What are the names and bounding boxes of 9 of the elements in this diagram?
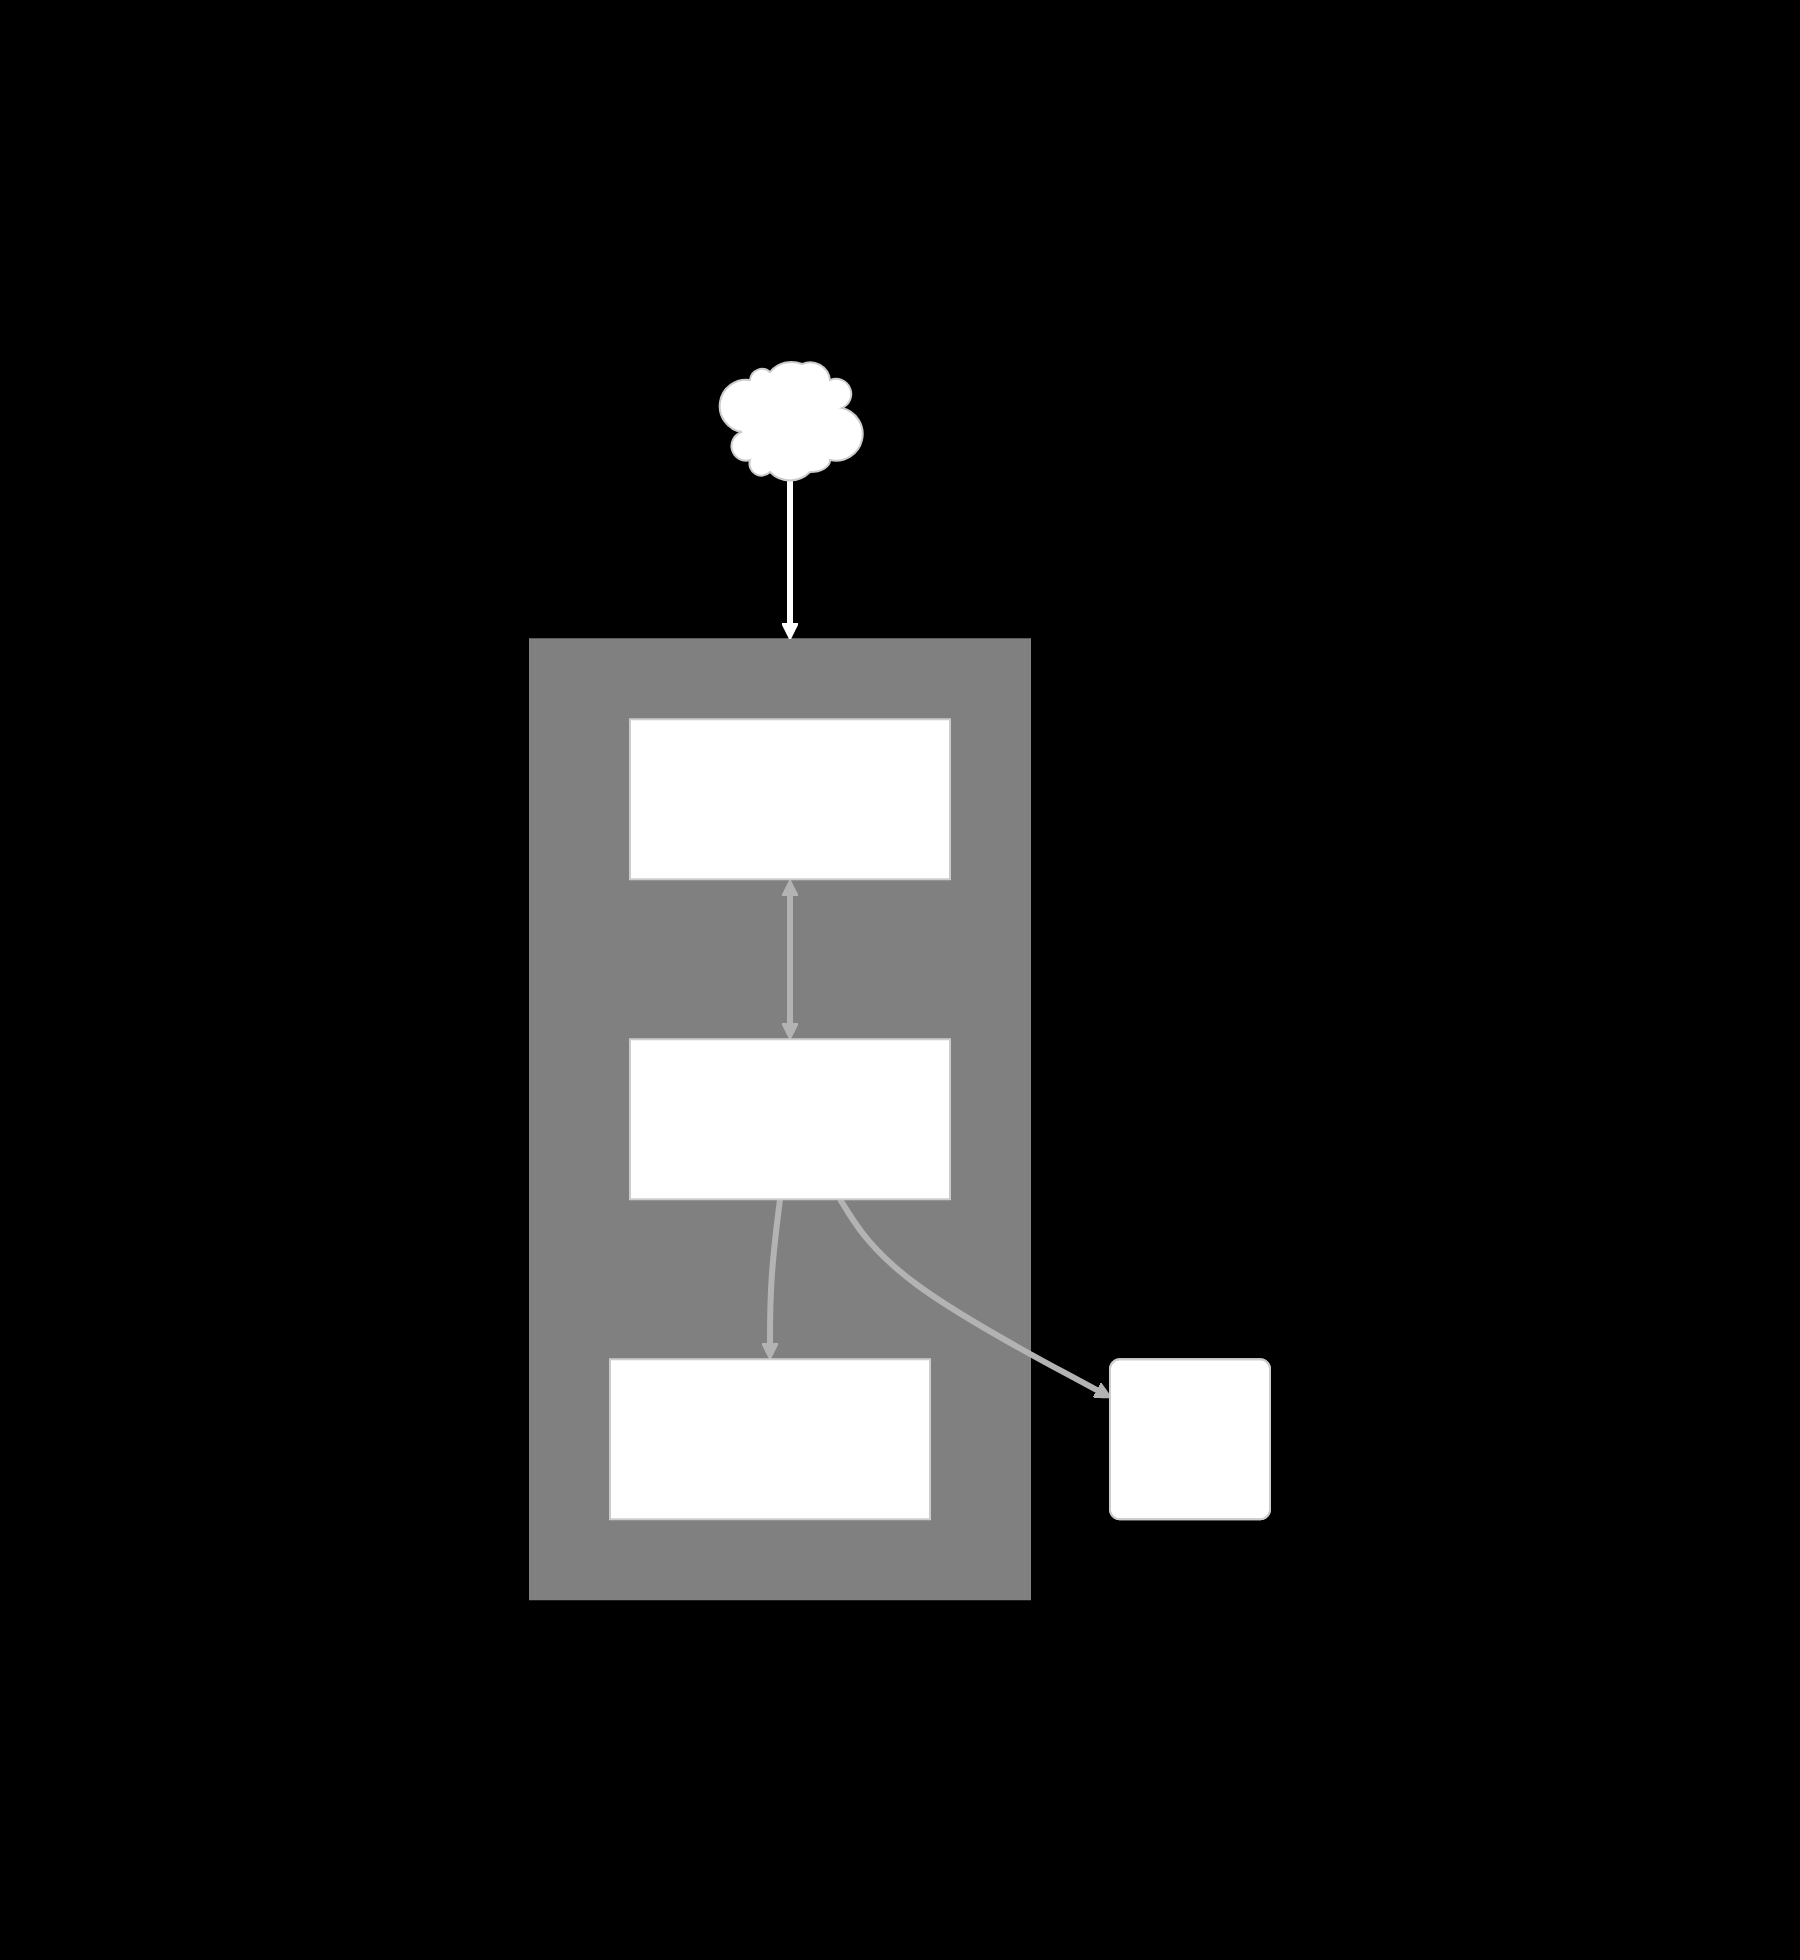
arrow <box>781 478 799 640</box>
arrow <box>761 1198 783 1360</box>
node-cloud <box>718 360 864 481</box>
arrow <box>837 1197 1112 1398</box>
node-box <box>629 1037 951 1200</box>
cluster <box>529 637 1031 1600</box>
node-box <box>609 1357 931 1520</box>
arrow <box>781 878 799 1040</box>
node-box <box>629 717 951 880</box>
